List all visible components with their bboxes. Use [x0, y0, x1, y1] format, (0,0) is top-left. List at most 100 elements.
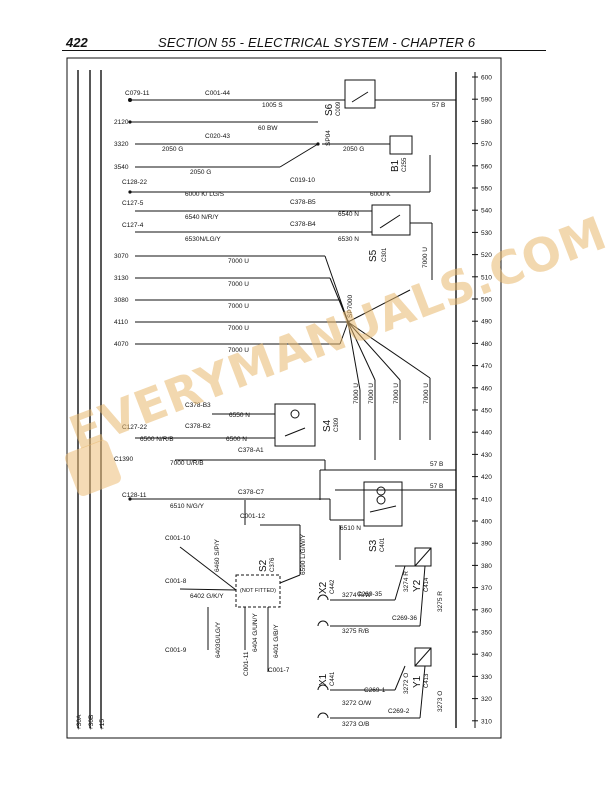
- terminal-c127-4: C127-4: [122, 222, 144, 229]
- rail-label-15: +15: [99, 719, 106, 730]
- wire-3275rb: 3275 R/B: [342, 628, 369, 635]
- switch-s6: [344, 79, 376, 109]
- terminal-c127-22: C127-22: [122, 424, 147, 431]
- scale-label: 550: [481, 186, 492, 193]
- scale-label: 310: [481, 718, 492, 725]
- page-title: SECTION 55 - ELECTRICAL SYSTEM - CHAPTER…: [158, 35, 476, 50]
- connector-c378-b4: C378-B4: [290, 221, 316, 228]
- wire-3272o: 3272 O: [403, 673, 410, 694]
- switch-s2-not-fitted: [235, 574, 281, 608]
- connector-c019-10: C019-10: [290, 177, 315, 184]
- scale-label: 460: [481, 385, 492, 392]
- wire-6540nry: 6540 N/R/Y: [185, 214, 219, 221]
- wire-3275r: 3275 R: [437, 591, 444, 612]
- terminal-4110: 4110: [114, 319, 128, 326]
- connector-c001-11: C001-11: [243, 651, 250, 676]
- wire-57b-b: 57 B: [430, 483, 443, 490]
- connector-c378-b5: C378-B5: [290, 199, 316, 206]
- page-number: 422: [66, 35, 88, 50]
- scale-label: 560: [481, 163, 492, 170]
- connector-c001-7: C001-7: [268, 667, 290, 674]
- wire-6403glgy: 6403G/LG/Y: [215, 621, 222, 658]
- label-x2: X2: [318, 581, 329, 594]
- connector-c378-b2: C378-B2: [185, 423, 211, 430]
- terminal-3080: 3080: [114, 297, 129, 304]
- s2-not-fitted-label: (NOT FITTED): [240, 588, 276, 594]
- wire-7000u-5: 7000 U: [228, 347, 249, 354]
- scale-label: 580: [481, 119, 492, 126]
- scale-label: 380: [481, 563, 492, 570]
- wire-7000urb: 7000 U/R/B: [170, 460, 204, 467]
- scale-label: 340: [481, 652, 492, 659]
- code-c376: C376: [270, 557, 276, 572]
- wire-60bw: 60 BW: [258, 125, 278, 132]
- scale-label: 400: [481, 519, 492, 526]
- label-y2: Y2: [412, 579, 423, 592]
- wire-57b-a: 57 B: [430, 461, 443, 468]
- wire-7000u-d4: 7000 U: [423, 383, 430, 404]
- wire-6500nrb: 6500 N/R/B: [140, 436, 174, 443]
- scale-label: 600: [481, 75, 492, 82]
- wire-7000u-d2: 7000 U: [368, 383, 375, 404]
- scale-ticks: 6005905805705605505405305205105004904804…: [472, 75, 492, 725]
- wire-2050g-a: 2050 G: [162, 146, 183, 153]
- scale-label: 470: [481, 363, 492, 370]
- label-b1: B1: [390, 159, 401, 172]
- wire-57b: 57 B: [432, 102, 445, 109]
- wire-7000u-2: 7000 U: [228, 281, 249, 288]
- label-x1: X1: [318, 673, 329, 686]
- wire-7000u-d1: 7000 U: [353, 383, 360, 404]
- label-s6: S6: [324, 103, 335, 116]
- switch-s3: [363, 481, 403, 527]
- connector-x1: [317, 684, 329, 719]
- wire-6000k-lgs: 6000 K/ LG/S: [185, 191, 225, 198]
- scale-label: 440: [481, 430, 492, 437]
- scale-label: 450: [481, 408, 492, 415]
- terminal-c128-11: C128-11: [122, 492, 147, 499]
- terminal-c001-9: C001-9: [165, 647, 187, 654]
- solenoid-y1: [414, 647, 432, 667]
- terminal-c1390: C1390: [114, 456, 134, 463]
- connector-c269-35: C269-35: [357, 591, 382, 598]
- solenoid-y2: [414, 547, 432, 567]
- scale-label: 330: [481, 674, 492, 681]
- label-s5: S5: [368, 249, 379, 262]
- connector-c001-12: C001-12: [240, 513, 265, 520]
- scale-label: 350: [481, 630, 492, 637]
- connector-c378-b3: C378-B3: [185, 402, 211, 409]
- code-c441: C441: [330, 671, 336, 686]
- code-c401: C401: [380, 537, 386, 552]
- terminal-2120: 2120: [114, 119, 129, 126]
- wire-6000k: 6000 K: [370, 191, 391, 198]
- scale-label: 410: [481, 496, 492, 503]
- rail-label-30b: +30B: [88, 715, 95, 730]
- scale-label: 430: [481, 452, 492, 459]
- label-s3: S3: [368, 539, 379, 552]
- wire-3273o: 3273 O: [437, 691, 444, 712]
- scale-label: 520: [481, 252, 492, 259]
- wire-6404guny: 6404 G/UN/Y: [252, 613, 259, 652]
- sensor-b1: [389, 135, 413, 155]
- scale-label: 530: [481, 230, 492, 237]
- wire-3274r: 3274 R: [403, 571, 410, 592]
- scale-label: 540: [481, 208, 492, 215]
- rail-label-30a: +30A: [76, 714, 83, 730]
- scale-label: 370: [481, 585, 492, 592]
- wire-6402gky: 6402 G/K/Y: [190, 593, 224, 600]
- scale-label: 320: [481, 696, 492, 703]
- code-c309: C309: [334, 417, 340, 432]
- wire-6510ngy: 6510 N/G/Y: [170, 503, 205, 510]
- scale-label: 390: [481, 541, 492, 548]
- terminal-c128-22: C128-22: [122, 179, 147, 186]
- connector-c269-36: C269-36: [392, 615, 417, 622]
- code-c009: C009: [336, 101, 342, 116]
- wire-3272ow: 3272 O/W: [342, 700, 372, 707]
- switch-s4: [274, 403, 316, 447]
- wire-7000u-4: 7000 U: [228, 325, 249, 332]
- scale-label: 490: [481, 319, 492, 326]
- wire-2050g-b: 2050 G: [343, 146, 364, 153]
- terminal-c001-10: C001-10: [165, 535, 190, 542]
- wire-6540n: 6540 N: [338, 211, 359, 218]
- scale-label: 590: [481, 97, 492, 104]
- label-s4: S4: [322, 419, 333, 432]
